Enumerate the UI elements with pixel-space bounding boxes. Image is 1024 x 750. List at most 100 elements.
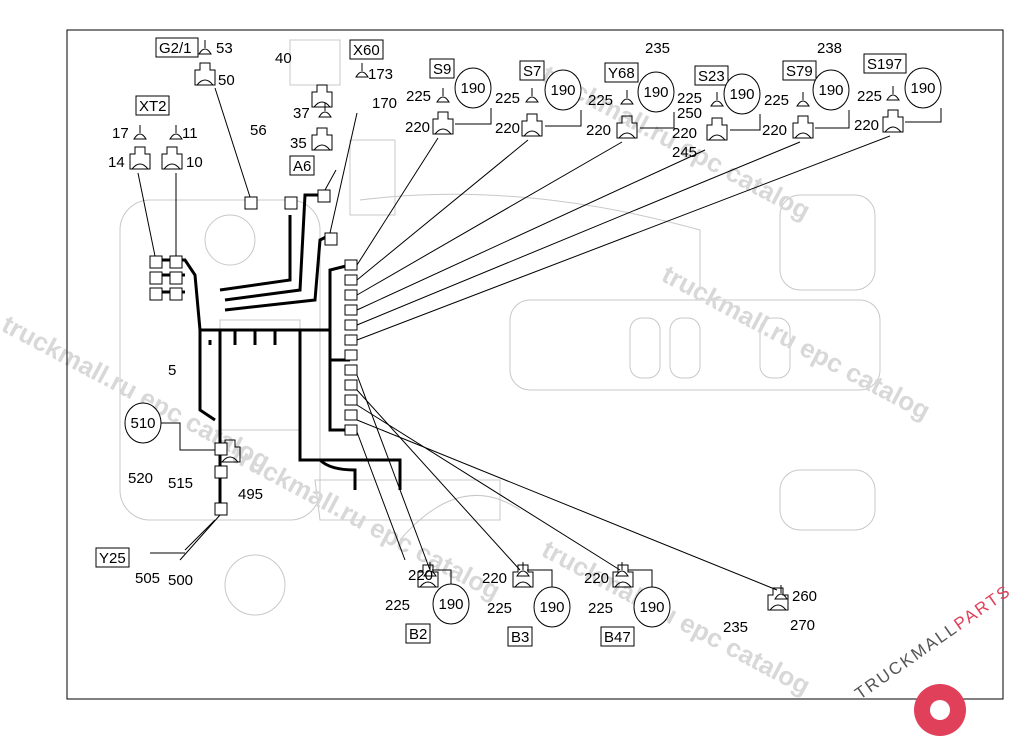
connector-icon [432,111,454,135]
circle-callout [904,67,942,109]
harness-connector [244,196,258,210]
circled-part-number[interactable]: 190 [438,596,463,613]
part-number[interactable]: 220 [586,122,611,139]
part-number[interactable]: 270 [790,617,815,634]
part-number[interactable]: 14 [108,154,125,171]
part-number[interactable]: 17 [112,125,129,142]
component-code[interactable]: XT2 [139,98,167,115]
seal-icon [516,562,530,577]
component-code-box [155,37,199,58]
component-code[interactable]: A6 [293,158,311,175]
component-code-box [135,95,170,116]
part-number[interactable]: 245 [672,144,697,161]
part-number[interactable]: 173 [368,66,393,83]
part-number[interactable]: 220 [762,122,787,139]
component-code[interactable]: X60 [353,42,380,59]
circle-callout [533,586,571,628]
circled-part-number[interactable]: 190 [818,82,843,99]
diagram-frame [66,29,1004,700]
component-code-box [782,60,817,81]
part-number[interactable]: 515 [168,475,193,492]
part-number[interactable]: 220 [408,567,433,584]
circle-callout [454,67,492,109]
harness-connector [169,271,183,285]
seal-icon [620,90,634,105]
seal-icon [198,40,212,55]
circled-part-number[interactable]: 190 [643,84,668,101]
part-number[interactable]: 225 [857,88,882,105]
harness-connector [149,271,163,285]
part-number[interactable]: 225 [487,600,512,617]
component-code[interactable]: Y25 [99,550,126,567]
part-number[interactable]: 495 [238,486,263,503]
part-number[interactable]: 225 [677,90,702,107]
part-number[interactable]: 40 [275,50,292,67]
circled-part-number[interactable]: 510 [130,415,155,432]
circle-callout [633,586,671,628]
circled-part-number[interactable]: 190 [639,599,664,616]
part-number[interactable]: 225 [764,92,789,109]
part-number[interactable]: 10 [186,154,203,171]
component-code-box [694,65,729,86]
part-number[interactable]: 225 [385,597,410,614]
part-number[interactable]: 235 [645,40,670,57]
part-number[interactable]: 170 [372,95,397,112]
part-number[interactable]: 5 [168,362,176,379]
part-number[interactable]: 220 [854,117,879,134]
harness-connector [169,287,183,301]
component-code-box [600,626,635,647]
connector-icon [616,115,638,139]
component-code[interactable]: S9 [433,61,451,78]
component-code-box [507,626,533,647]
part-number[interactable]: 220 [482,570,507,587]
watermark-text: truckmall.ru epc catalog [537,534,815,701]
component-code[interactable]: B3 [511,629,529,646]
part-number[interactable]: 225 [588,600,613,617]
harness-connector [344,274,358,286]
circled-part-number[interactable]: 190 [910,80,935,97]
component-code-box [289,155,315,176]
connector-icon [706,117,728,141]
seal-icon [796,92,810,107]
part-number[interactable]: 220 [672,125,697,142]
harness-connector [284,196,298,210]
part-number[interactable]: 520 [128,470,153,487]
circled-part-number[interactable]: 190 [539,599,564,616]
part-number[interactable]: 250 [677,105,702,122]
part-number[interactable]: 500 [168,572,193,589]
component-code[interactable]: S79 [786,63,813,80]
part-number[interactable]: 260 [792,588,817,605]
part-number[interactable]: 235 [723,619,748,636]
component-code[interactable]: B47 [604,629,631,646]
circled-part-number[interactable]: 190 [460,80,485,97]
component-code[interactable]: S197 [867,56,902,73]
part-number[interactable]: 220 [495,120,520,137]
part-number[interactable]: 37 [293,105,310,122]
circled-part-number[interactable]: 190 [729,86,754,103]
wires [137,87,942,591]
part-number[interactable]: 225 [588,92,613,109]
component-code[interactable]: S7 [523,63,541,80]
part-number[interactable]: 50 [218,72,235,89]
part-number[interactable]: 225 [406,88,431,105]
harness-connector [149,255,163,269]
component-code[interactable]: B2 [409,626,427,643]
part-number[interactable]: 53 [216,40,233,57]
part-number[interactable]: 220 [584,570,609,587]
part-number[interactable]: 220 [405,119,430,136]
component-code[interactable]: Y68 [608,65,635,82]
component-code-box [429,58,455,79]
harness-connector [344,409,358,421]
component-code[interactable]: S23 [698,68,725,85]
part-number[interactable]: 11 [182,125,198,142]
part-number[interactable]: 225 [495,90,520,107]
part-number[interactable]: 238 [817,40,842,57]
component-code[interactable]: G2/1 [159,40,192,57]
harness-connector [344,259,358,271]
part-number[interactable]: 505 [135,570,160,587]
circled-part-number[interactable]: 190 [550,82,575,99]
part-number[interactable]: 35 [290,135,307,152]
harness-connector [344,349,358,361]
part-number[interactable]: 56 [250,122,267,139]
